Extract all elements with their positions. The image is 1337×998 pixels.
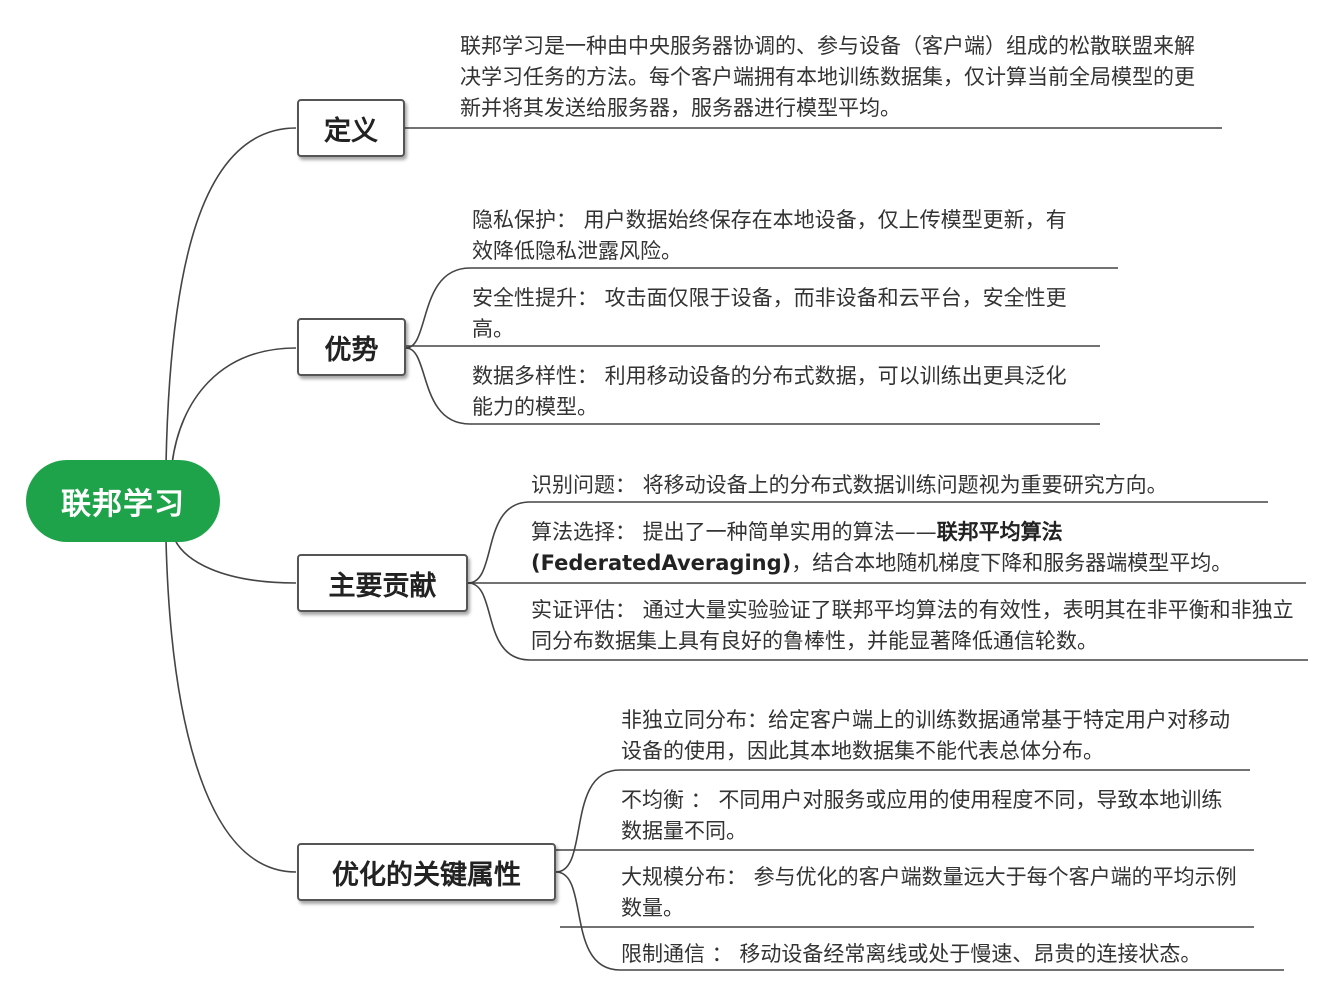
branch-advantages[interactable]: 优势 xyxy=(297,318,406,376)
property-massively-distributed: 大规模分布： 参与优化的客户端数量远大于每个客户端的平均示例数量。 xyxy=(621,862,1251,924)
advantage-security-label: 安全性提升： xyxy=(472,286,598,310)
advantage-privacy-text: 用户数据始终保存在本地设备，仅上传模型更新，有效降低隐私泄露风险。 xyxy=(472,208,1067,263)
advantage-security-text: 攻击面仅限于设备，而非设备和云平台，安全性更高。 xyxy=(472,286,1067,341)
advantages-bracket xyxy=(405,267,471,349)
contribution-algorithm-label: 算法选择： xyxy=(531,520,636,544)
property-unbalanced-text: 不同用户对服务或应用的使用程度不同，导致本地训练数据量不同。 xyxy=(621,788,1223,843)
property-distributed-text: 参与优化的客户端数量远大于每个客户端的平均示例数量。 xyxy=(621,865,1237,920)
property-non-iid-label: 非独立同分布： xyxy=(621,708,768,732)
root-to-properties-link xyxy=(165,539,297,873)
property-distributed-label: 大规模分布： xyxy=(621,865,747,889)
property-communication-text: 移动设备经常离线或处于慢速、昂贵的连接状态。 xyxy=(732,942,1202,966)
advantage-privacy-label: 隐私保护： xyxy=(472,208,577,232)
property-unbalanced: 不均衡 ： 不同用户对服务或应用的使用程度不同，导致本地训练数据量不同。 xyxy=(621,785,1243,847)
contribution-problem: 识别问题： 将移动设备上的分布式数据训练问题视为重要研究方向。 xyxy=(531,470,1271,501)
contribution-evaluation-text: 通过大量实验验证了联邦平均算法的有效性，表明其在非平衡和非独立同分布数据集上具有… xyxy=(531,598,1294,653)
contributions-bracket xyxy=(467,501,531,584)
property-unbalanced-label: 不均衡 ： xyxy=(621,788,712,812)
definition-text: 联邦学习是一种由中央服务器协调的、参与设备（客户端）组成的松散联盟来解决学习任务… xyxy=(460,31,1208,124)
contribution-problem-label: 识别问题： xyxy=(531,473,636,497)
property-non-iid: 非独立同分布：给定客户端上的训练数据通常基于特定用户对移动设备的使用，因此其本地… xyxy=(621,705,1243,767)
advantage-diversity-label: 数据多样性： xyxy=(472,364,598,388)
contribution-algorithm-name: 联邦平均算法 (FederatedAveraging) xyxy=(531,520,1063,575)
contribution-evaluation-label: 实证评估： xyxy=(531,598,636,622)
advantage-privacy: 隐私保护： 用户数据始终保存在本地设备，仅上传模型更新，有效降低隐私泄露风险。 xyxy=(472,205,1084,267)
contribution-algorithm: 算法选择： 提出了一种简单实用的算法——联邦平均算法 (FederatedAve… xyxy=(531,517,1303,579)
contribution-algorithm-text: 提出了一种简单实用的算法—— xyxy=(636,520,937,544)
advantage-diversity-text: 利用移动设备的分布式数据，可以训练出更具泛化能力的模型。 xyxy=(472,364,1067,419)
property-limited-communication: 限制通信 ： 移动设备经常离线或处于慢速、昂贵的连接状态。 xyxy=(621,939,1301,970)
root-node[interactable]: 联邦学习 xyxy=(26,460,220,542)
root-to-definition-link xyxy=(165,127,297,465)
definition-body: 联邦学习是一种由中央服务器协调的、参与设备（客户端）组成的松散联盟来解决学习任务… xyxy=(460,34,1195,120)
root-to-contributions-link xyxy=(174,539,297,584)
contribution-evaluation: 实证评估： 通过大量实验验证了联邦平均算法的有效性，表明其在非平衡和非独立同分布… xyxy=(531,595,1303,657)
branch-main-contributions[interactable]: 主要贡献 xyxy=(297,554,468,612)
branch-definition[interactable]: 定义 xyxy=(297,99,405,157)
property-communication-label: 限制通信 ： xyxy=(621,942,733,966)
contribution-problem-text: 将移动设备上的分布式数据训练问题视为重要研究方向。 xyxy=(636,473,1168,497)
properties-bracket xyxy=(555,769,621,873)
property-non-iid-text: 给定客户端上的训练数据通常基于特定用户对移动设备的使用，因此其本地数据集不能代表… xyxy=(621,708,1230,763)
branch-key-properties[interactable]: 优化的关键属性 xyxy=(297,843,556,901)
root-to-advantages-link xyxy=(171,347,297,465)
contribution-algorithm-text-2: ，结合本地随机梯度下降和服务器端模型平均。 xyxy=(791,551,1233,575)
advantage-security: 安全性提升： 攻击面仅限于设备，而非设备和云平台，安全性更高。 xyxy=(472,283,1084,345)
advantage-diversity: 数据多样性： 利用移动设备的分布式数据，可以训练出更具泛化能力的模型。 xyxy=(472,361,1084,423)
